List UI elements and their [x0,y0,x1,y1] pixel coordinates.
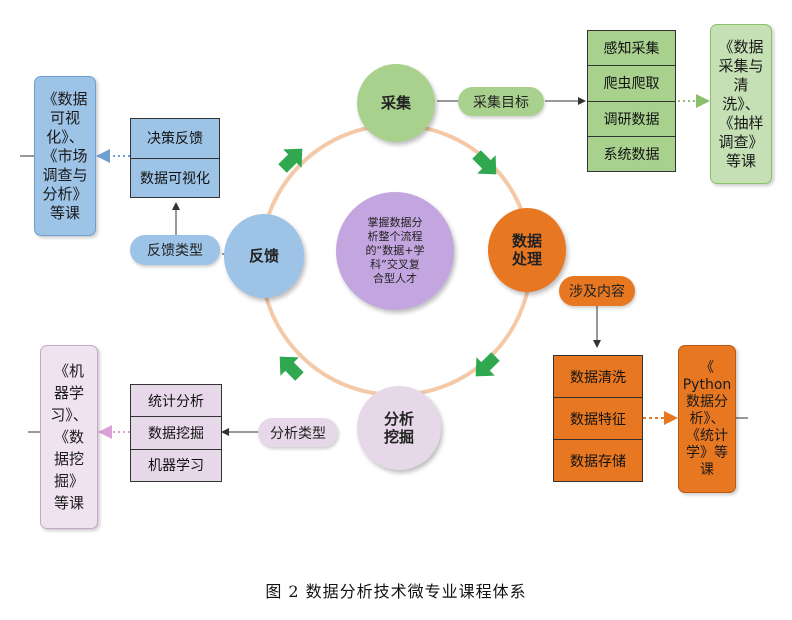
label-feedback-type: 反馈类型 [130,235,220,265]
feedback-item: 决策反馈 [131,119,219,159]
collect-item: 爬虫爬取 [588,66,675,102]
course-box-collect: 《数据 采集与 清洗》、 《抽样 调查》 等课 [710,24,772,184]
mining-item: 数据挖掘 [131,417,221,450]
feedback-item: 数据可视化 [140,170,210,187]
course-box-mining: 《机 器学 习》、 《数 据挖 掘》 等课 [40,345,98,529]
collect-item: 感知采集 [588,31,675,67]
feedback-items-list: 决策反馈 数据可视化 [130,118,220,198]
label-collect-goal: 采集目标 [458,87,544,116]
node-process: 数据 处理 [488,208,566,292]
process-item: 数据特征 [554,398,642,440]
mining-item: 统计分析 [131,385,221,418]
collect-item: 系统数据 [603,146,660,163]
mining-item: 机器学习 [148,458,204,475]
collect-items-list: 感知采集 爬虫爬取 调研数据 系统数据 [587,30,676,172]
course-box-feedback: 《数据 可视 化》、 《市场 调查与 分析》 等课 [34,76,96,236]
process-item: 数据存储 [570,453,626,470]
center-talent-node: 掌握数据分 析整个流程 的“数据+学 科”交叉复 合型人才 [336,192,454,310]
course-system-diagram: 掌握数据分 析整个流程 的“数据+学 科”交叉复 合型人才 采集 数据 处理 分… [20,24,772,529]
node-feedback: 反馈 [224,214,304,298]
cycle-arrow-sw [279,356,304,381]
figure-caption: 图 2 数据分析技术微专业课程体系 [265,582,527,601]
cycle-arrow-ne [472,150,497,175]
course-box-process: 《 Python 数据分 析》、 《统计 学》等 课 [678,345,736,493]
process-item: 数据清洗 [554,356,642,398]
cycle-arrow-nw [278,148,303,173]
mining-items-list: 统计分析 数据挖掘 机器学习 [130,384,222,482]
collect-item: 调研数据 [588,102,675,137]
label-content: 涉及内容 [559,276,635,306]
label-analysis-type: 分析类型 [258,418,338,447]
process-items-list: 数据清洗 数据特征 数据存储 [553,355,643,482]
cycle-arrow-se [475,352,500,377]
node-collect: 采集 [357,64,435,142]
node-mining: 分析 挖掘 [357,386,441,470]
